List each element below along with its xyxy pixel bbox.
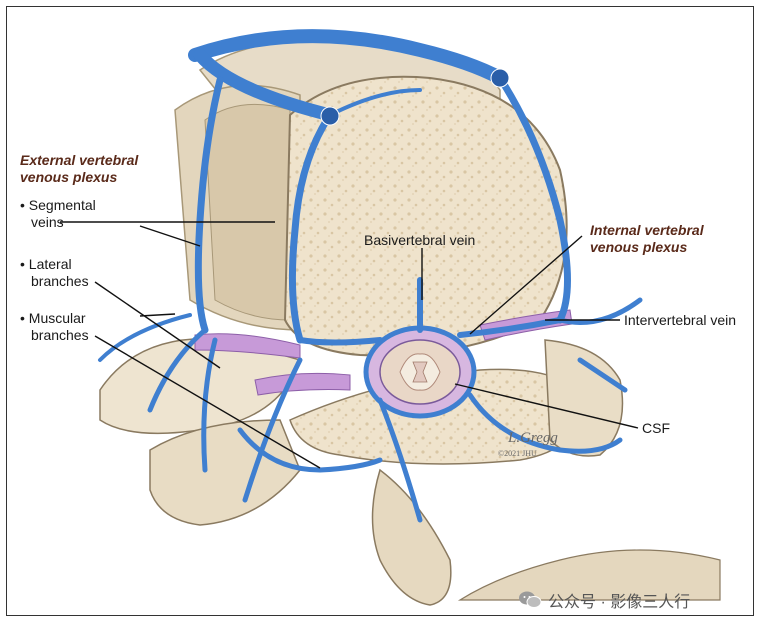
- svg-text:L.Gregg: L.Gregg: [507, 430, 558, 446]
- external-plexus-heading: External vertebral venous plexus: [20, 152, 139, 185]
- intervertebral-vein-label: Intervertebral vein: [624, 312, 737, 328]
- vein-openings: [320, 68, 510, 126]
- csf-label: CSF: [642, 420, 670, 436]
- lateral-branches-label: Lateral branches: [20, 256, 89, 290]
- posterior-elements: [99, 337, 721, 606]
- muscular-branches-label: Muscular branches: [20, 310, 89, 344]
- artist-signature: L.Gregg ©2021 JHU: [498, 430, 558, 458]
- internal-plexus-heading: Internal vertebral venous plexus: [590, 222, 704, 255]
- watermark-text: 公众号 · 影像三人行: [548, 594, 691, 611]
- wechat-icon: [518, 590, 542, 610]
- svg-text:©2021 JHU: ©2021 JHU: [498, 449, 537, 458]
- leader-lines: [60, 221, 639, 469]
- spinal-canal: [363, 325, 477, 419]
- segmental-veins-label: Segmental veins: [20, 197, 96, 231]
- basivertebral-vein-label: Basivertebral vein: [364, 232, 476, 248]
- watermark: 公众号 · 影像三人行: [518, 588, 690, 612]
- veins: [98, 29, 643, 523]
